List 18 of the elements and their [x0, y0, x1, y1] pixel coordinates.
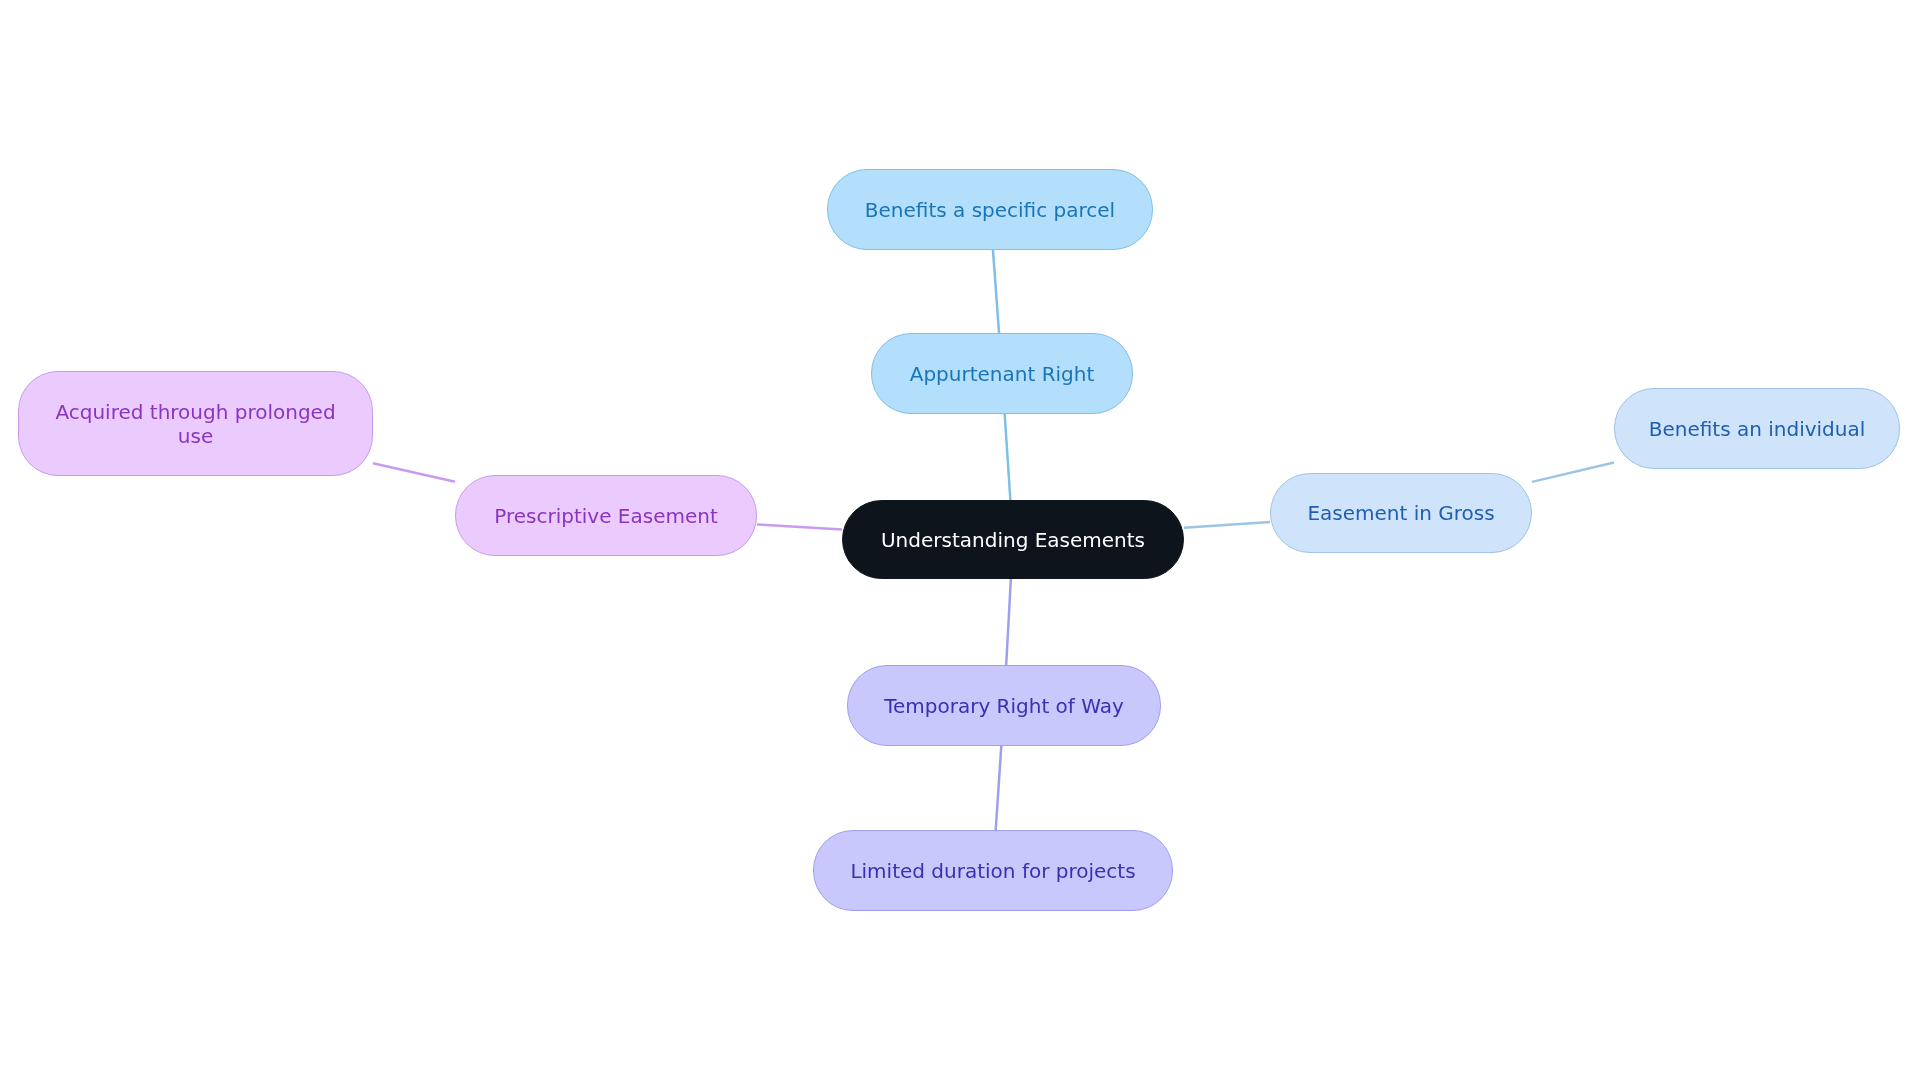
connector-line — [1004, 578, 1013, 666]
node-label: Acquired through prolonged use — [54, 399, 337, 448]
connector-line — [1183, 520, 1271, 530]
node-label: Appurtenant Right — [909, 361, 1095, 386]
node-label: Benefits an individual — [1648, 416, 1866, 441]
connector-line — [756, 523, 843, 531]
connector-line — [1003, 413, 1012, 501]
node-label: Prescriptive Easement — [494, 503, 718, 528]
node-label: Benefits a specific parcel — [864, 197, 1116, 222]
connector-line — [372, 462, 456, 483]
topic-node — [18, 371, 373, 476]
node-label: Temporary Right of Way — [884, 693, 1124, 718]
connector-line — [991, 249, 1001, 334]
connector-line — [994, 745, 1003, 831]
node-label: Understanding Easements — [880, 527, 1146, 552]
connector-line — [1531, 461, 1615, 484]
node-label: Limited duration for projects — [850, 858, 1136, 883]
node-label: Easement in Gross — [1307, 501, 1495, 525]
